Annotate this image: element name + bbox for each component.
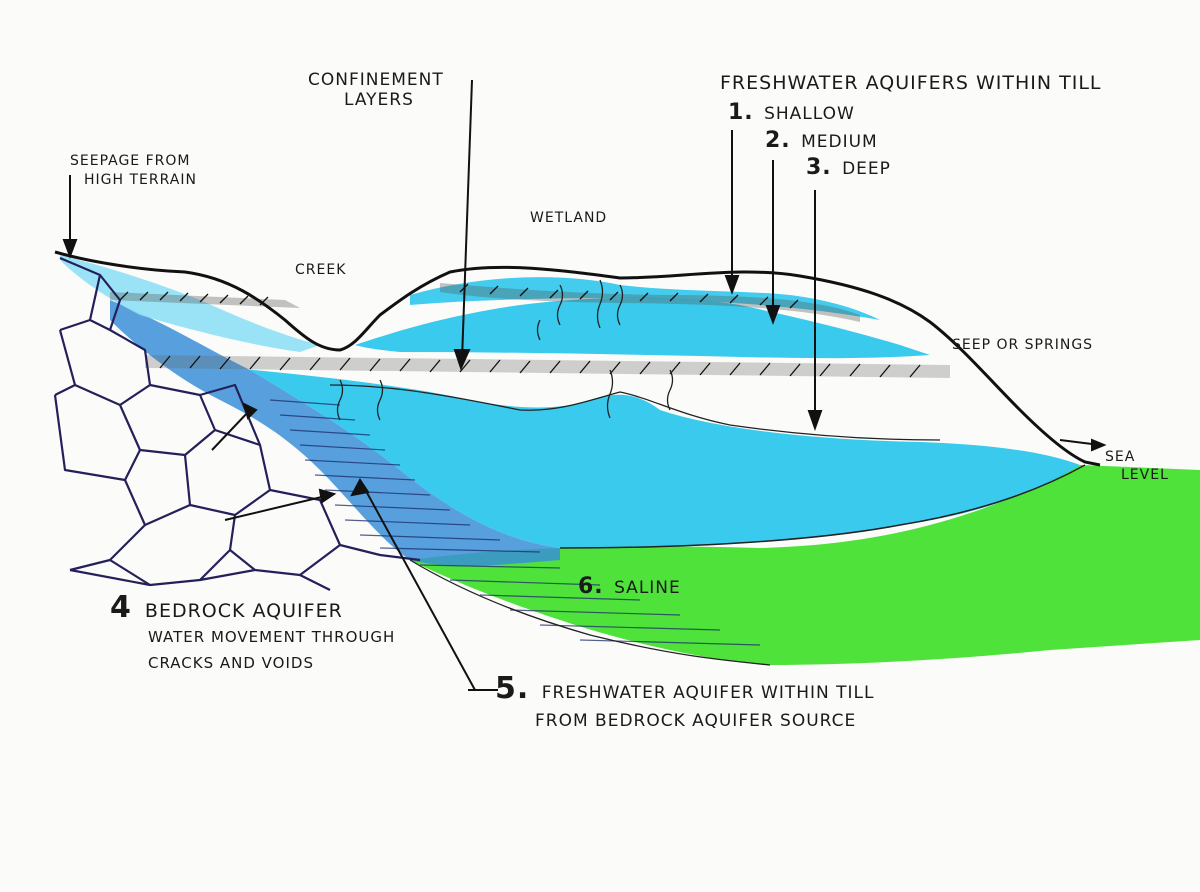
confinement-label-line2: LAYERS bbox=[344, 90, 414, 110]
aquifer-3-text: DEEP bbox=[842, 159, 891, 179]
deep-aquifer-zone bbox=[150, 360, 1080, 548]
bedrock-number: 4 bbox=[110, 590, 132, 625]
seep-springs-label: SEEP OR SPRINGS bbox=[952, 337, 1094, 353]
aquifer-2-text: MEDIUM bbox=[801, 132, 878, 152]
confinement-label-line1: CONFINEMENT bbox=[308, 70, 444, 90]
creek-label: CREEK bbox=[295, 262, 347, 278]
confinement-hatch-marks bbox=[119, 283, 921, 378]
saline-zone bbox=[410, 465, 1200, 665]
seepage-label: SEEPAGE FROM HIGH TERRAIN bbox=[70, 152, 197, 190]
wetland-label: WETLAND bbox=[530, 210, 608, 226]
seepage-label-line1: SEEPAGE FROM bbox=[70, 153, 191, 169]
aquifer-1-label: 1. SHALLOW bbox=[728, 100, 855, 125]
bedrock-line3: CRACKS AND VOIDS bbox=[148, 654, 314, 672]
seepage-label-line2: HIGH TERRAIN bbox=[84, 172, 197, 188]
till-hatching bbox=[269, 399, 761, 646]
till-source-number: 5. bbox=[495, 671, 530, 706]
seepage-squiggles bbox=[336, 279, 674, 421]
sea-level-label: SEA LEVEL bbox=[1105, 448, 1169, 484]
saline-number: 6. bbox=[578, 574, 604, 599]
sea-level-line1: SEA bbox=[1105, 449, 1136, 465]
till-source-label: 5. FRESHWATER AQUIFER WITHIN TILL FROM B… bbox=[495, 674, 875, 735]
till-source-line1: FRESHWATER AQUIFER WITHIN TILL bbox=[541, 683, 875, 703]
aquifer-3-number: 3. bbox=[806, 155, 832, 180]
ground-surface bbox=[54, 250, 1101, 467]
sea-level-line2: LEVEL bbox=[1121, 467, 1169, 483]
saline-bottom bbox=[409, 559, 771, 666]
aquifer-1-text: SHALLOW bbox=[764, 104, 855, 124]
till-source-line2: FROM BEDROCK AQUIFER SOURCE bbox=[535, 711, 857, 731]
medium-aquifer-zone bbox=[355, 297, 930, 359]
freshwater-title: FRESHWATER AQUIFERS WITHIN TILL bbox=[720, 72, 1102, 94]
aquifer-2-number: 2. bbox=[765, 128, 791, 153]
lower-boundary bbox=[559, 464, 1086, 549]
aquifer-3-label: 3. DEEP bbox=[806, 155, 891, 180]
bedrock-line1: BEDROCK AQUIFER bbox=[144, 600, 343, 622]
flow-arrows bbox=[62, 79, 1107, 691]
deep-aquifer-top bbox=[329, 384, 941, 441]
aquifer-1-number: 1. bbox=[728, 100, 754, 125]
bedrock-label: 4 BEDROCK AQUIFER WATER MOVEMENT THROUGH… bbox=[110, 593, 396, 676]
aquifer-2-label: 2. MEDIUM bbox=[765, 128, 878, 153]
confinement-layer-lower bbox=[145, 355, 950, 378]
bedrock-line2: WATER MOVEMENT THROUGH bbox=[148, 628, 396, 646]
confinement-layer-upper bbox=[110, 283, 860, 322]
saline-label: 6. SALINE bbox=[578, 574, 681, 599]
confinement-label: CONFINEMENT LAYERS bbox=[308, 70, 444, 110]
left-shallow-flow bbox=[60, 255, 320, 352]
bedrock-cracks bbox=[53, 256, 421, 591]
saline-text: SALINE bbox=[614, 578, 681, 598]
